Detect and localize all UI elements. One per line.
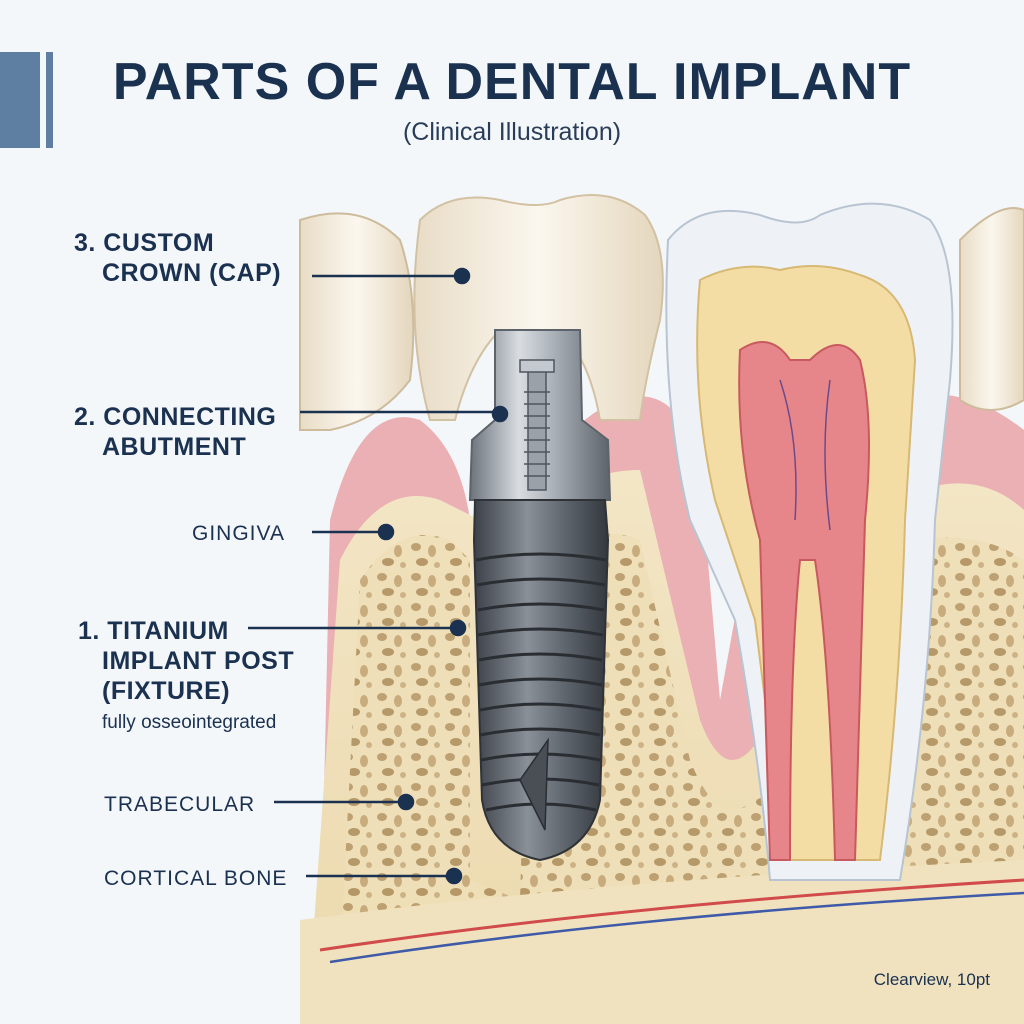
page-title: PARTS OF A DENTAL IMPLANT xyxy=(112,53,912,111)
label-cortical-bone: CORTICAL BONE xyxy=(104,867,288,890)
implant-crown xyxy=(413,194,664,421)
label-fixture: 1. TITANIUM IMPLANT POST (FIXTURE) xyxy=(74,616,294,706)
label-abutment: 2. CONNECTING ABUTMENT xyxy=(74,402,276,462)
label-crown: 3. CUSTOM CROWN (CAP) xyxy=(74,228,281,288)
nerve-vein xyxy=(329,891,1024,964)
label-trabecular: TRABECULAR xyxy=(104,793,256,816)
implant-cutting-flute xyxy=(519,737,549,831)
implant-threads xyxy=(475,552,607,812)
label-crown-line1: 3. CUSTOM xyxy=(74,229,215,257)
label-crown-line2: CROWN (CAP) xyxy=(102,259,282,287)
label-abutment-line2: ABUTMENT xyxy=(102,433,247,461)
caption: Clearview, 10pt xyxy=(873,970,990,989)
natural-tooth-section xyxy=(665,202,954,881)
label-fixture-line1: 1. TITANIUM xyxy=(78,617,229,645)
right-neighbor-tooth xyxy=(959,207,1024,411)
left-neighbor-tooth xyxy=(299,212,415,431)
accent-bar-top-left-thin xyxy=(46,52,53,148)
label-fixture-note: fully osseointegrated xyxy=(102,712,277,733)
tooth-pulp xyxy=(738,341,870,861)
label-abutment-line1: 2. CONNECTING xyxy=(74,403,277,431)
label-gingiva: GINGIVA xyxy=(192,522,285,545)
accent-bar-top-left xyxy=(0,52,40,148)
cortical-bone xyxy=(300,860,1024,1024)
page-subtitle: (Clinical Illustration) xyxy=(402,118,622,146)
nerve-artery xyxy=(319,878,1024,952)
leader-lines xyxy=(248,267,509,885)
label-fixture-line3: (FIXTURE) xyxy=(102,677,231,705)
abutment-screw xyxy=(527,369,547,491)
label-fixture-line2: IMPLANT POST xyxy=(102,647,295,675)
